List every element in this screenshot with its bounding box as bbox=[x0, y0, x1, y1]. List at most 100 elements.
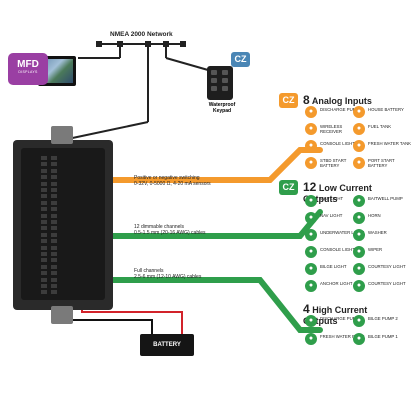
high-current-items: ●DISCHARGE PUMP●BILGE PUMP 2●FRESH WATER… bbox=[305, 315, 400, 355]
fuse-slot bbox=[41, 200, 47, 205]
output-item-label: COURTESY LIGHT bbox=[368, 264, 406, 269]
high-current-label: High Current Outputs bbox=[303, 305, 368, 326]
fuse-slot bbox=[41, 239, 47, 244]
output-item: ●DISCHARGE PUMP bbox=[305, 106, 365, 119]
high-current-count: 4 bbox=[303, 302, 310, 316]
mfd-badge-title: MFD bbox=[17, 59, 39, 70]
mfd-badge-sub: DISPLAYS bbox=[18, 70, 38, 74]
bilge-pump-icon: ● bbox=[353, 315, 365, 327]
fuse-slot bbox=[41, 271, 47, 276]
wiper-icon: ● bbox=[353, 246, 365, 258]
output-item: ●FUEL TANK bbox=[353, 123, 413, 136]
cz-controller-unit bbox=[13, 126, 113, 324]
stbd-start-battery-icon: ● bbox=[305, 157, 317, 169]
output-item-label: MAP LIGHT bbox=[320, 196, 344, 201]
fuse-slot bbox=[41, 264, 47, 269]
output-item-label: BAITWELL PUMP bbox=[368, 196, 403, 201]
high-current-cable bbox=[103, 277, 323, 333]
fuse-slot bbox=[41, 156, 47, 160]
fuse-slot bbox=[51, 277, 57, 282]
fuse-slot bbox=[51, 232, 57, 237]
low-current-count: 12 bbox=[303, 180, 317, 194]
output-item-label: FRESH WATER TANK bbox=[368, 141, 412, 146]
keypad-label: Waterproof Keypad bbox=[208, 102, 236, 114]
fuse-slot bbox=[41, 168, 47, 173]
fuse-slot bbox=[51, 252, 57, 256]
output-item-label: HORN bbox=[368, 213, 381, 218]
output-item-label: DISCHARGE PUMP bbox=[320, 316, 360, 321]
output-item-label: CONSOLE LIGHT bbox=[320, 141, 355, 146]
bilge-light-icon: ● bbox=[305, 263, 317, 275]
bilge-pump-icon: ● bbox=[353, 333, 365, 345]
fuse-slot bbox=[51, 156, 57, 160]
output-item-label: HOUSE BATTERY bbox=[368, 107, 404, 112]
output-item-label: FRESH WATER PUMP bbox=[320, 334, 365, 339]
analog-items: ●DISCHARGE PUMP●HOUSE BATTERY●WIRELESS R… bbox=[305, 106, 411, 176]
fuse-slot bbox=[41, 258, 47, 263]
fuse-slot bbox=[41, 226, 47, 231]
fuse-slot bbox=[51, 175, 57, 180]
mfd-badge: MFD DISPLAYS bbox=[8, 53, 48, 85]
courtesy-light-icon: ● bbox=[353, 280, 365, 292]
output-item: ●BILGE LIGHT bbox=[305, 263, 365, 276]
output-item: ●HORN bbox=[353, 212, 413, 225]
output-item-label: CONSOLE LIGHT bbox=[320, 247, 355, 252]
fuel-tank-icon: ● bbox=[353, 123, 365, 135]
fresh-water-pump-icon: ● bbox=[305, 333, 317, 345]
fuse-slot bbox=[51, 290, 57, 295]
fuse-slot bbox=[51, 200, 57, 205]
fuse-slot bbox=[51, 220, 57, 224]
network-title: NMEA 2000 Network bbox=[110, 31, 173, 38]
output-item: ●WIPER bbox=[353, 246, 413, 259]
port-start-battery-icon: ● bbox=[353, 157, 365, 169]
output-item: ●BAITWELL PUMP bbox=[353, 195, 413, 208]
fuse-slot bbox=[51, 168, 57, 173]
output-item-label: ANCHOR LIGHT bbox=[320, 281, 353, 286]
courtesy-light-icon: ● bbox=[353, 263, 365, 275]
underwater-light-icon: ● bbox=[305, 229, 317, 241]
console-light-icon: ● bbox=[305, 246, 317, 258]
output-item: ●WIRELESS RECEIVER bbox=[305, 123, 365, 136]
fuse-slot bbox=[41, 213, 47, 218]
output-item: ●CONSOLE LIGHT bbox=[305, 140, 365, 153]
output-item: ●WASHER bbox=[353, 229, 413, 242]
low-current-cz-badge: CZ bbox=[279, 180, 298, 195]
bottom-mount-bracket bbox=[51, 306, 73, 324]
fuse-slot bbox=[51, 207, 57, 212]
output-item-label: WASHER bbox=[368, 230, 387, 235]
anchor-light-icon: ● bbox=[305, 280, 317, 292]
output-item: ●PORT START BATTERY bbox=[353, 157, 413, 170]
fuse-slot bbox=[41, 188, 47, 192]
horn-icon: ● bbox=[353, 212, 365, 224]
output-item: ●STBD START BATTERY bbox=[305, 157, 365, 170]
battery: BATTERY bbox=[140, 334, 194, 356]
nav-light-icon: ● bbox=[305, 212, 317, 224]
output-item: ●NAV LIGHT bbox=[305, 212, 365, 225]
output-item-label: BILGE PUMP 1 bbox=[368, 334, 398, 339]
high-current-wire-note: Full channels 2.5-6 mm (12-10 AWG) cable… bbox=[134, 268, 202, 280]
output-item-label: NAV LIGHT bbox=[320, 213, 343, 218]
fuse-slot bbox=[51, 264, 57, 269]
output-item-label: WIRELESS RECEIVER bbox=[320, 124, 343, 134]
fuse-slot bbox=[41, 207, 47, 212]
fuse-slot bbox=[41, 284, 47, 288]
fuse-slot bbox=[51, 226, 57, 231]
output-item: ●COURTESY LIGHT bbox=[353, 280, 413, 293]
analog-count: 8 bbox=[303, 93, 310, 107]
output-item: ●HOUSE BATTERY bbox=[353, 106, 413, 119]
wireless-receiver-icon: ● bbox=[305, 123, 317, 135]
low-current-items: ●MAP LIGHT●BAITWELL PUMP●NAV LIGHT●HORN●… bbox=[305, 195, 406, 295]
output-item-label: WIPER bbox=[368, 247, 383, 252]
house-battery-icon: ● bbox=[353, 106, 365, 118]
analog-wire-note: Positive or negative switching 0-32V, 0-… bbox=[134, 175, 211, 187]
fuse-slot bbox=[51, 188, 57, 192]
low-current-heading: 12 Low Current Outputs bbox=[303, 180, 400, 204]
output-item-label: DISCHARGE PUMP bbox=[320, 107, 360, 112]
fuse-slot bbox=[41, 245, 47, 250]
output-item: ●BILGE PUMP 2 bbox=[353, 315, 413, 328]
fuse-slot bbox=[51, 245, 57, 250]
fuse-slot bbox=[41, 232, 47, 237]
fuse-slot bbox=[51, 258, 57, 263]
map-light-icon: ● bbox=[305, 195, 317, 207]
top-mount-bracket bbox=[51, 126, 73, 144]
